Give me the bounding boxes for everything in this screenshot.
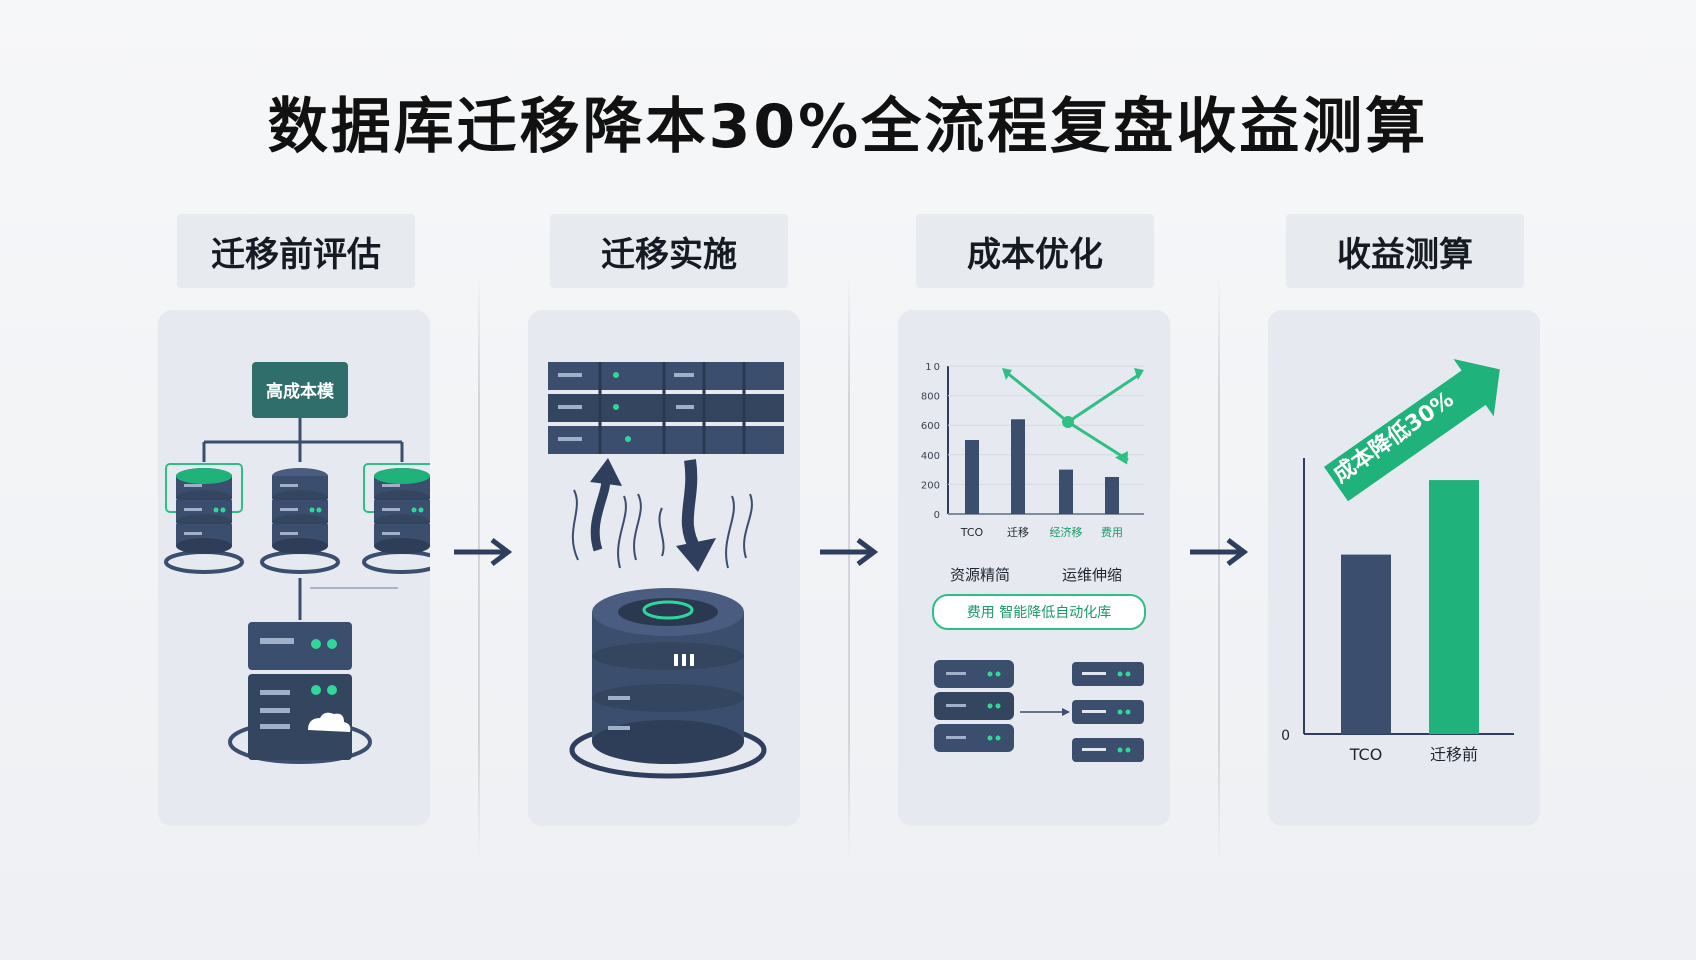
y-tick-label: 600 xyxy=(921,421,940,432)
cost-reduction-arrow-text: 成本降低30% xyxy=(1329,387,1459,488)
bar xyxy=(965,440,979,514)
divider xyxy=(478,275,480,860)
database-icon xyxy=(164,463,244,574)
server-rack-icon xyxy=(548,362,784,454)
database-icon xyxy=(260,468,340,574)
x-tick-label: 费用 xyxy=(1101,526,1123,539)
step-header-benefit-calc: 收益测算 xyxy=(1286,214,1524,288)
bar xyxy=(1429,480,1479,734)
flow-arrow-icon xyxy=(1190,538,1249,566)
x-tick-label: TCO xyxy=(960,526,984,539)
flow-arrow-icon xyxy=(454,538,513,566)
bar xyxy=(1341,554,1391,734)
y-tick-label: 0 xyxy=(934,510,940,521)
y-tick-label: 200 xyxy=(921,480,940,491)
y-tick-zero: 0 xyxy=(1281,728,1290,744)
step-header-cost-optimization: 成本优化 xyxy=(916,214,1154,288)
bar xyxy=(1105,477,1119,514)
x-tick-label: 迁移 xyxy=(1007,526,1029,539)
divider xyxy=(848,275,850,860)
step-header-implementation: 迁移实施 xyxy=(550,214,788,288)
high-cost-box xyxy=(252,362,348,418)
ops-scaling-label: 运维伸缩 xyxy=(1062,566,1123,584)
resource-streamline-label: 资源精简 xyxy=(950,566,1011,584)
bar xyxy=(1059,469,1073,514)
auto-cost-pill: 费用 智能降低自动化库 xyxy=(932,594,1146,630)
step-header-assessment: 迁移前评估 xyxy=(177,214,415,288)
auto-cost-pill-text: 费用 智能降低自动化库 xyxy=(966,605,1112,621)
x-tick-label: 经济移 xyxy=(1050,525,1083,539)
database-icon xyxy=(569,588,767,779)
benefit-bar-chart: TCO 迁移前 0 成本降低30% xyxy=(1281,359,1514,764)
high-cost-box-label: 高成本模 xyxy=(266,381,335,402)
bar xyxy=(1011,419,1025,514)
x-tick-label: TCO xyxy=(1349,745,1383,764)
server-icon xyxy=(228,622,372,764)
divider xyxy=(1218,275,1220,860)
y-tick-label: 800 xyxy=(921,392,940,403)
x-tick-label: 迁移前 xyxy=(1430,745,1478,764)
panel-assessment: 高成本模 xyxy=(158,310,430,826)
database-icon xyxy=(362,463,430,574)
cost-bar-chart: 0 200 400 600 800 1 0 TCO 迁移 经济移 费用 xyxy=(921,362,1144,539)
page-title: 数据库迁移降本30%全流程复盘收益测算 xyxy=(267,92,1429,162)
y-tick-label: 1 0 xyxy=(925,362,940,373)
y-tick-label: 400 xyxy=(921,451,940,462)
panel-implementation xyxy=(528,310,800,826)
migration-arrows-icon xyxy=(571,458,753,572)
panel-benefit-calc: TCO 迁移前 0 成本降低30% xyxy=(1268,310,1540,826)
panel-cost-optimization: 0 200 400 600 800 1 0 TCO 迁移 经济移 费用 资源精简 运维伸缩 费用… xyxy=(898,310,1170,826)
cost-reduction-arrow-icon xyxy=(1323,359,1500,502)
flow-arrow-icon xyxy=(820,538,879,566)
